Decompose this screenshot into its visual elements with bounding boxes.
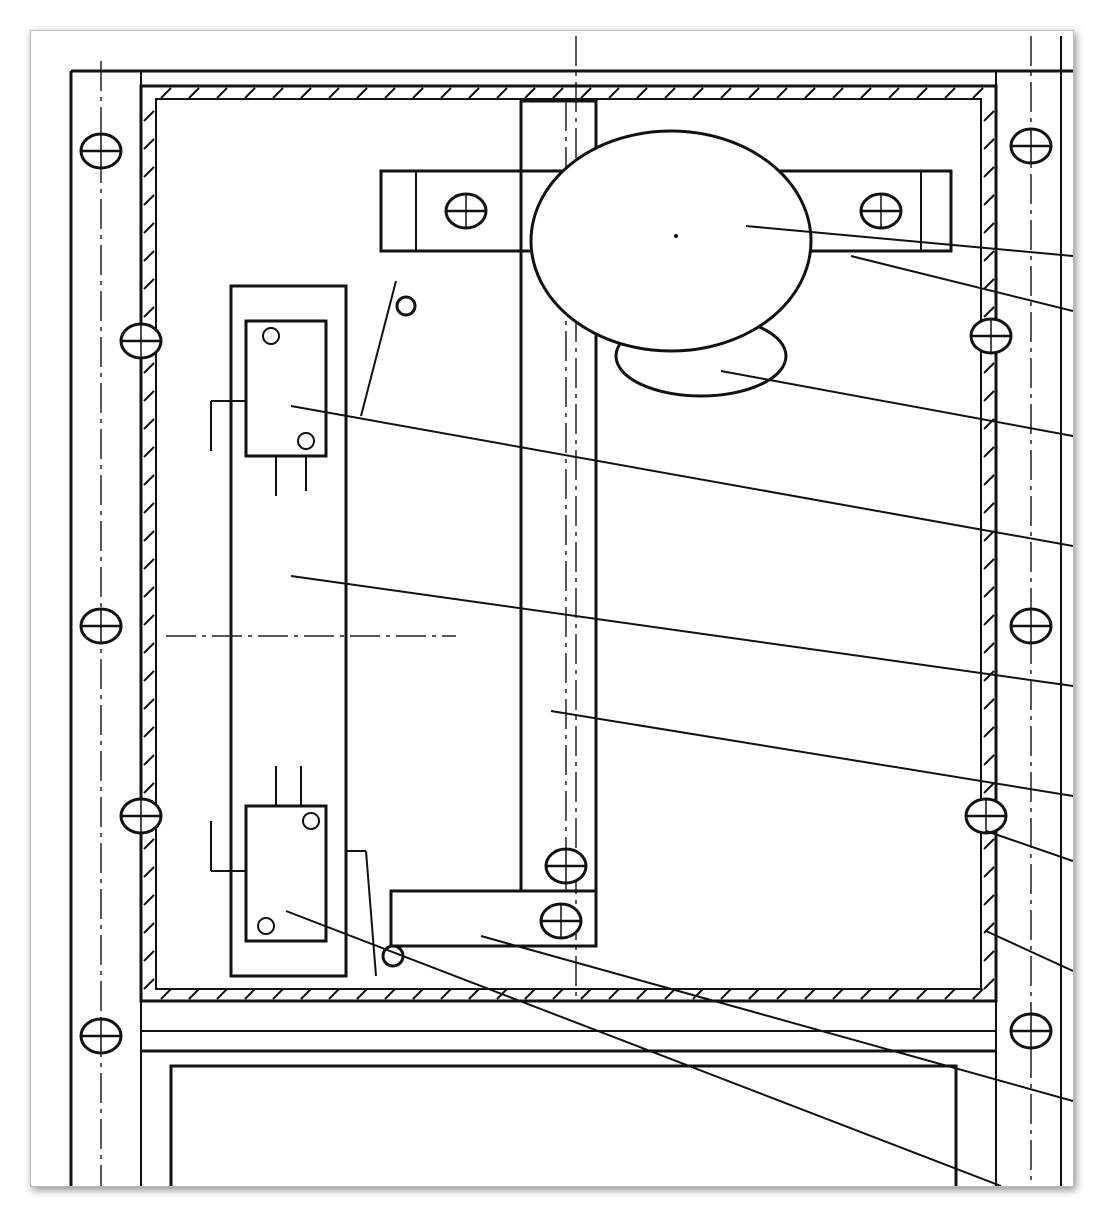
motor: [529, 129, 813, 398]
motor-body: [529, 129, 813, 353]
screw-icon: [1009, 607, 1053, 645]
drawing-sheet: [30, 30, 1074, 1187]
screw-icon: [79, 1017, 123, 1055]
screw-icon: [964, 797, 1008, 835]
screw-icon: [859, 192, 903, 230]
screw-icon: [119, 797, 163, 835]
lower-switch: [244, 804, 328, 943]
screw-icon: [119, 322, 163, 360]
technical-drawing: [69, 36, 1073, 1186]
screw-icon: [1009, 127, 1053, 165]
leader-lines: [285, 225, 1073, 1186]
lower-chamber: [141, 1030, 996, 1186]
screw-icon: [544, 847, 588, 885]
screw-icon: [539, 902, 583, 940]
switch-rail: [166, 280, 456, 978]
screw-icon: [969, 317, 1013, 355]
screw-icon: [1009, 1012, 1053, 1050]
screw-icon: [79, 132, 123, 170]
screw-icon: [79, 607, 123, 645]
screw-icon: [444, 192, 488, 230]
wall-hatching: [143, 87, 995, 1000]
upper-switch: [244, 319, 328, 458]
housing-box: [139, 84, 998, 1003]
fasteners: [79, 127, 1053, 1055]
